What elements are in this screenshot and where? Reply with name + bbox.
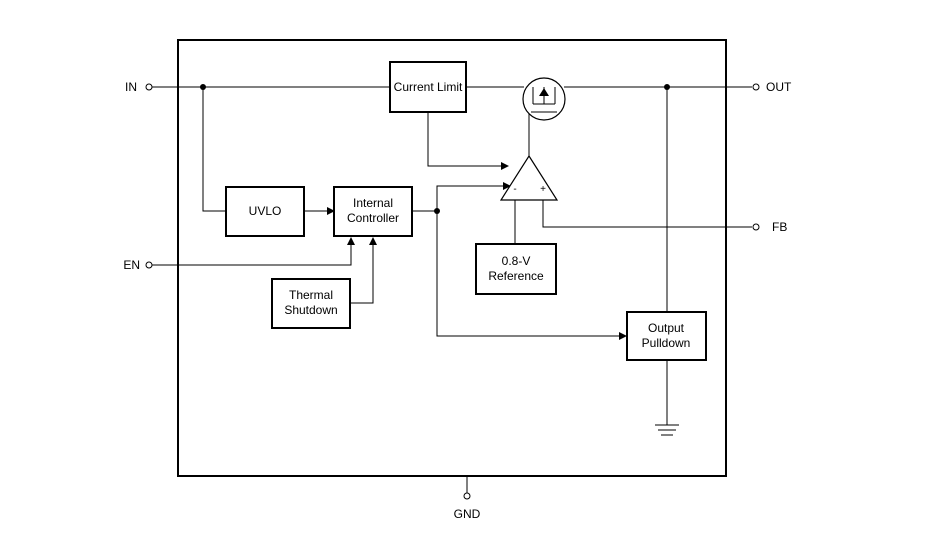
block-internal-controller: Internal Controller	[333, 186, 413, 237]
output-pulldown-label-line2: Pulldown	[642, 336, 691, 350]
amplifier-minus-label: -	[513, 184, 516, 195]
amplifier-triangle	[499, 154, 559, 201]
wires	[152, 86, 752, 493]
pin-in: IN	[125, 80, 153, 94]
ground-icon	[655, 424, 679, 436]
uvlo-label: UVLO	[249, 204, 282, 218]
pin-in-label: IN	[125, 80, 137, 94]
error-amplifier: - +	[499, 154, 559, 201]
pin-fb-label: FB	[772, 220, 787, 234]
pin-en-label: EN	[123, 258, 140, 272]
output-pulldown-label-line1: Output	[648, 321, 685, 335]
pin-gnd-label: GND	[454, 507, 481, 521]
block-thermal-shutdown: Thermal Shutdown	[271, 278, 351, 329]
junction-dots	[200, 84, 670, 214]
block-uvlo: UVLO	[225, 186, 305, 237]
block-current-limit: Current Limit	[389, 61, 467, 113]
internal-controller-label-line1: Internal	[353, 196, 393, 210]
thermal-shutdown-label-line1: Thermal	[289, 288, 333, 302]
thermal-shutdown-label-line2: Shutdown	[284, 303, 337, 317]
internal-controller-label-line2: Controller	[347, 211, 399, 225]
pin-fb: FB	[752, 220, 787, 234]
reference-label-line2: Reference	[488, 269, 544, 283]
block-reference: 0.8-V Reference	[475, 243, 557, 295]
pin-en: EN	[123, 258, 153, 272]
amplifier-plus-label: +	[540, 184, 546, 195]
pin-out-label: OUT	[766, 80, 792, 94]
pin-gnd: GND	[454, 492, 481, 521]
reference-label-line1: 0.8-V	[502, 254, 531, 268]
ic-boundary	[177, 39, 727, 477]
block-output-pulldown: Output Pulldown	[626, 311, 707, 361]
current-limit-label: Current Limit	[394, 80, 463, 94]
mosfet-icon	[522, 77, 566, 121]
pin-out: OUT	[752, 80, 792, 94]
